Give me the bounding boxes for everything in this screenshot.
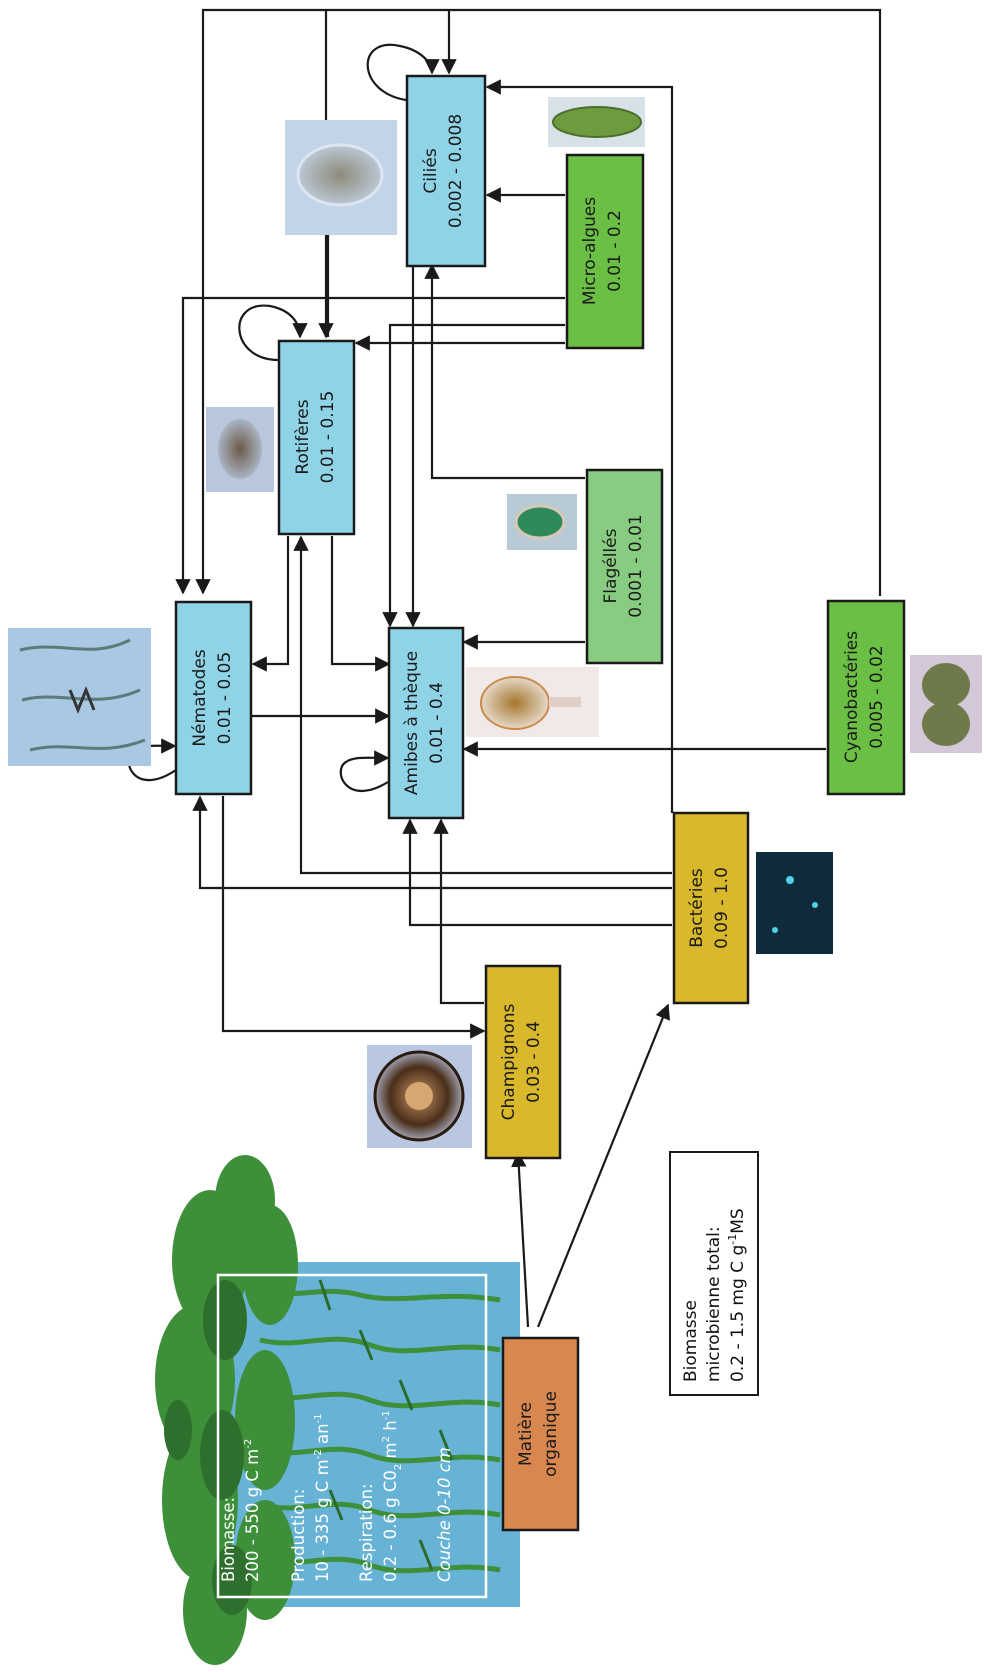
fungal-spore-photo (367, 1045, 472, 1148)
node-matiere-organique: Matière organique (501, 1336, 580, 1532)
moss-production-value: 10 - 335 g C m-2 an-1 (313, 1413, 332, 1582)
node-nematodes-name: Nématodes (190, 649, 210, 746)
node-champignons-range: 0.03 - 0.4 (524, 1021, 544, 1103)
edges (127, 8, 882, 1328)
node-cyanobacteries: Cyanobactéries 0.005 - 0.02 (826, 599, 906, 796)
node-micro-algues-name: Micro-algues (580, 197, 600, 305)
total-biomass-box: Biomasse microbienne total: 0.2 - 1.5 mg… (669, 1151, 759, 1396)
node-cilies-name: Ciliés (421, 148, 441, 193)
rotifer-photo (206, 407, 274, 492)
moss-respiration-label: Respiration: (357, 1483, 376, 1582)
node-amibes-name: Amibes à thèque (402, 651, 422, 795)
node-flagelles: Flagéllés 0.001 - 0.01 (585, 468, 664, 665)
total-biomass-line2: microbienne total: (704, 1226, 724, 1382)
node-nematodes-range: 0.01 - 0.05 (215, 652, 235, 745)
node-matiere-line2: organique (541, 1391, 561, 1477)
node-flagelles-name: Flagéllés (601, 528, 621, 603)
node-flagelles-range: 0.001 - 0.01 (626, 514, 646, 617)
node-amibes: Amibes à thèque 0.01 - 0.4 (387, 626, 465, 820)
node-rotiferes-name: Rotifères (293, 399, 313, 474)
moss-illustration: Biomasse: 200 - 550 g C m-2 Production: … (155, 1155, 520, 1665)
node-micro-algues: Micro-algues 0.01 - 0.2 (565, 153, 645, 350)
node-cyanobacteries-name: Cyanobactéries (842, 631, 862, 763)
moss-respiration-value: 0.2 - 0.6 g C02 m2 h-1 (381, 1410, 404, 1582)
moss-layer-label: Couche 0-10 cm (435, 1447, 454, 1582)
moss-biomass-label: Biomasse: (219, 1497, 238, 1582)
node-champignons-name: Champignons (499, 1003, 519, 1120)
node-nematodes: Nématodes 0.01 - 0.05 (174, 600, 253, 796)
node-champignons: Champignons 0.03 - 0.4 (484, 964, 562, 1160)
moss-info-frame (216, 1273, 488, 1599)
testate-amoeba-photo (466, 667, 599, 737)
paramecium-photo (548, 97, 645, 147)
nematode-photo (8, 628, 151, 766)
total-biomass-line1: Biomasse (681, 1300, 701, 1382)
node-bacteries: Bactéries 0.09 - 1.0 (672, 811, 750, 1005)
cyanobacteria-photo (910, 655, 982, 753)
node-micro-algues-range: 0.01 - 0.2 (605, 210, 625, 292)
node-cilies: Ciliés 0.002 - 0.008 (405, 74, 487, 268)
moss-production-label: Production: (289, 1489, 308, 1582)
node-rotiferes: Rotifères 0.01 - 0.15 (277, 339, 356, 536)
node-matiere-line1: Matière (516, 1402, 536, 1466)
node-cyanobacteries-range: 0.005 - 0.02 (867, 645, 887, 748)
node-rotiferes-range: 0.01 - 0.15 (318, 391, 338, 484)
bacteria-photo (756, 852, 833, 954)
total-biomass-line3: 0.2 - 1.5 mg C g-1MS (726, 1208, 748, 1382)
moss-biomass-value: 200 - 550 g C m-2 (243, 1439, 262, 1582)
node-bacteries-range: 0.09 - 1.0 (712, 867, 732, 949)
node-amibes-range: 0.01 - 0.4 (427, 682, 447, 764)
node-bacteries-name: Bactéries (687, 868, 707, 948)
node-cilies-range: 0.002 - 0.008 (446, 114, 466, 228)
ciliate-photo (285, 120, 397, 235)
flagellate-photo (507, 494, 577, 550)
